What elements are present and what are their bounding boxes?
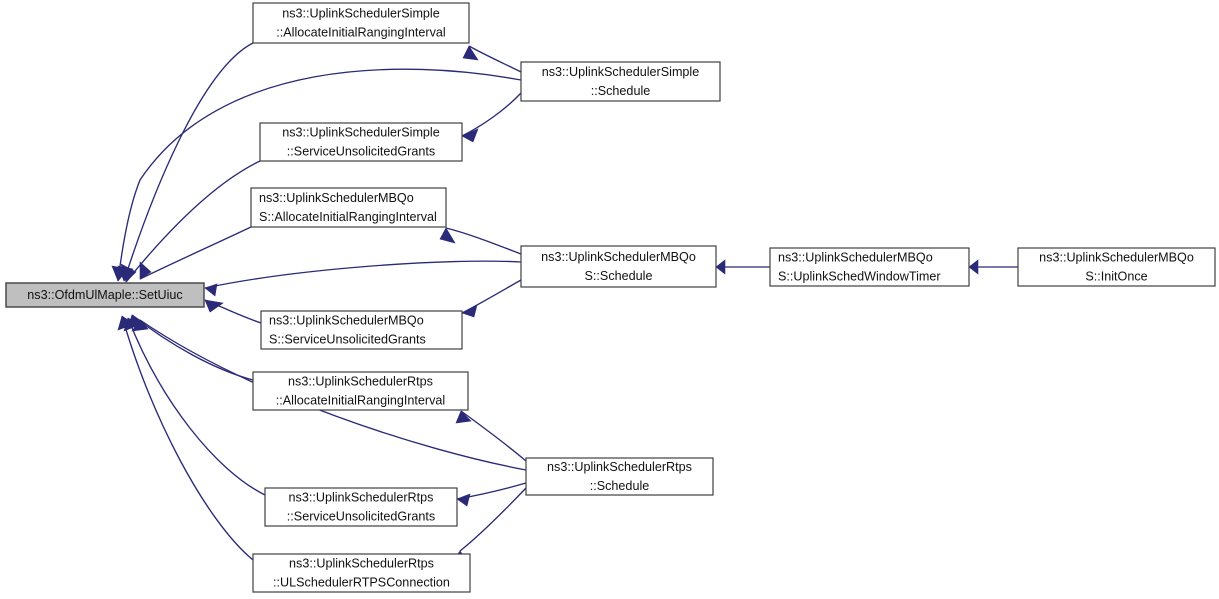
edge-line [127,317,266,496]
graph-node[interactable]: ns3::UplinkSchedulerSimple::AllocateInit… [252,2,470,44]
graph-node[interactable]: ns3::UplinkSchedulerRtps::ServiceUnsolic… [264,487,458,527]
arrowhead-icon [111,265,129,282]
graph-node[interactable]: ns3::UplinkSchedulerRtps::Schedule [525,457,714,496]
edge-line [121,315,254,561]
arrowhead-icon [455,410,472,424]
graph-node-current[interactable]: ns3::OfdmUlMaple::SetUiuc [5,282,205,308]
graph-node[interactable]: ns3::UplinkSchedulerSimple::Schedule [520,61,721,102]
edge-line [204,260,522,289]
node-box[interactable] [252,2,470,44]
edge-line [459,487,527,552]
arrowhead-icon [462,45,479,61]
edge-line [460,410,527,462]
node-label-line: ::ServiceUnsolicitedGrants [287,509,435,523]
edge-line [125,160,261,283]
node-label-line: ns3::UplinkSchedulerSimple [542,65,700,79]
node-label-line: ns3::UplinkSchedulerMBQo [778,250,933,264]
node-box[interactable] [520,245,717,288]
graph-node[interactable]: ns3::UplinkSchedulerRtps::ULSchedulerRTP… [252,553,471,593]
node-label-line: ::Schedule [591,84,651,98]
graph-node[interactable]: ns3::UplinkSchedulerMBQoS::ServiceUnsoli… [260,310,463,350]
node-label-line: S::InitOnce [1085,269,1147,283]
node-layer: ns3::OfdmUlMaple::SetUiucns3::UplinkSche… [5,2,1216,593]
edge-line [131,314,254,381]
call-edge [462,45,522,73]
call-edge [204,260,522,297]
node-label-line: S::AllocateInitialRangingInterval [259,210,437,224]
edge-line [445,227,522,255]
edge-line [139,319,527,471]
call-edge [455,410,527,462]
call-edge [439,227,522,255]
node-box[interactable] [264,487,458,527]
graph-node[interactable]: ns3::UplinkSchedulerMBQoS::AllocateIniti… [250,187,447,228]
call-edge [117,42,254,282]
edge-layer [111,42,1018,563]
arrowhead-icon [715,259,726,275]
graph-node[interactable]: ns3::UplinkSchedulerSimple::ServiceUnsol… [259,122,463,162]
node-label-line: ns3::UplinkSchedulerRtps [547,460,692,474]
node-label-line: ns3::UplinkSchedulerSimple [282,125,440,139]
node-label-line: ns3::UplinkSchedulerSimple [282,6,440,20]
node-label-line: ::ULSchedulerRTPSConnection [273,575,450,589]
node-label-line: ns3::UplinkSchedulerMBQo [541,250,696,264]
call-edge [461,279,522,318]
node-label-line: ns3::UplinkSchedulerRtps [289,490,434,504]
node-box[interactable] [769,247,970,287]
call-edge [715,259,770,275]
arrowhead-icon [139,261,152,280]
node-box[interactable] [1017,247,1216,287]
arrowhead-icon [968,259,979,275]
node-box[interactable] [5,282,205,308]
call-edge [123,317,266,496]
edge-line [461,92,522,137]
node-box[interactable] [259,122,463,162]
call-edge [204,299,262,324]
arrowhead-icon [461,304,478,318]
arrowhead-icon [456,493,471,507]
node-label-line: ns3::OfdmUlMaple::SetUiuc [27,288,182,302]
node-box[interactable] [252,371,469,411]
arrowhead-icon [204,283,218,297]
call-edge [461,92,522,143]
graph-node[interactable]: ns3::UplinkSchedulerMBQoS::UplinkSchedWi… [769,247,970,287]
arrowhead-icon [439,227,456,244]
call-edge [111,68,522,282]
node-label-line: ns3::UplinkSchedulerMBQo [259,191,414,205]
arrowhead-icon [461,128,479,143]
node-box[interactable] [260,310,463,350]
node-label-line: ::AllocateInitialRangingInterval [276,393,445,407]
node-label-line: S::UplinkSchedWindowTimer [778,269,941,283]
edge-line [468,45,522,73]
node-label-line: S::Schedule [585,269,653,283]
node-box[interactable] [520,61,721,102]
arrowhead-icon [117,315,135,331]
edge-line [117,68,522,282]
call-edge [139,226,252,280]
node-label-line: ::ServiceUnsolicitedGrants [287,144,435,158]
node-box[interactable] [252,553,471,593]
node-label-line: ns3::UplinkSchedulerMBQo [269,313,424,327]
call-edge [456,482,527,507]
node-label-line: ns3::UplinkSchedulerRtps [289,556,434,570]
node-label-line: ns3::UplinkSchedulerRtps [288,374,433,388]
call-edge [117,315,254,561]
edge-line [123,42,254,282]
arrowhead-icon [204,299,224,313]
graph-node[interactable]: ns3::UplinkSchedulerRtps::AllocateInitia… [252,371,469,411]
node-box[interactable] [250,187,447,228]
node-label-line: ::Schedule [590,479,650,493]
node-box[interactable] [525,457,714,496]
edge-line [139,226,252,280]
node-label-line: ::AllocateInitialRangingInterval [276,25,445,39]
node-label-line: ns3::UplinkSchedulerMBQo [1039,250,1194,264]
call-edge [968,259,1018,275]
node-label-line: S::ServiceUnsolicitedGrants [269,332,426,346]
